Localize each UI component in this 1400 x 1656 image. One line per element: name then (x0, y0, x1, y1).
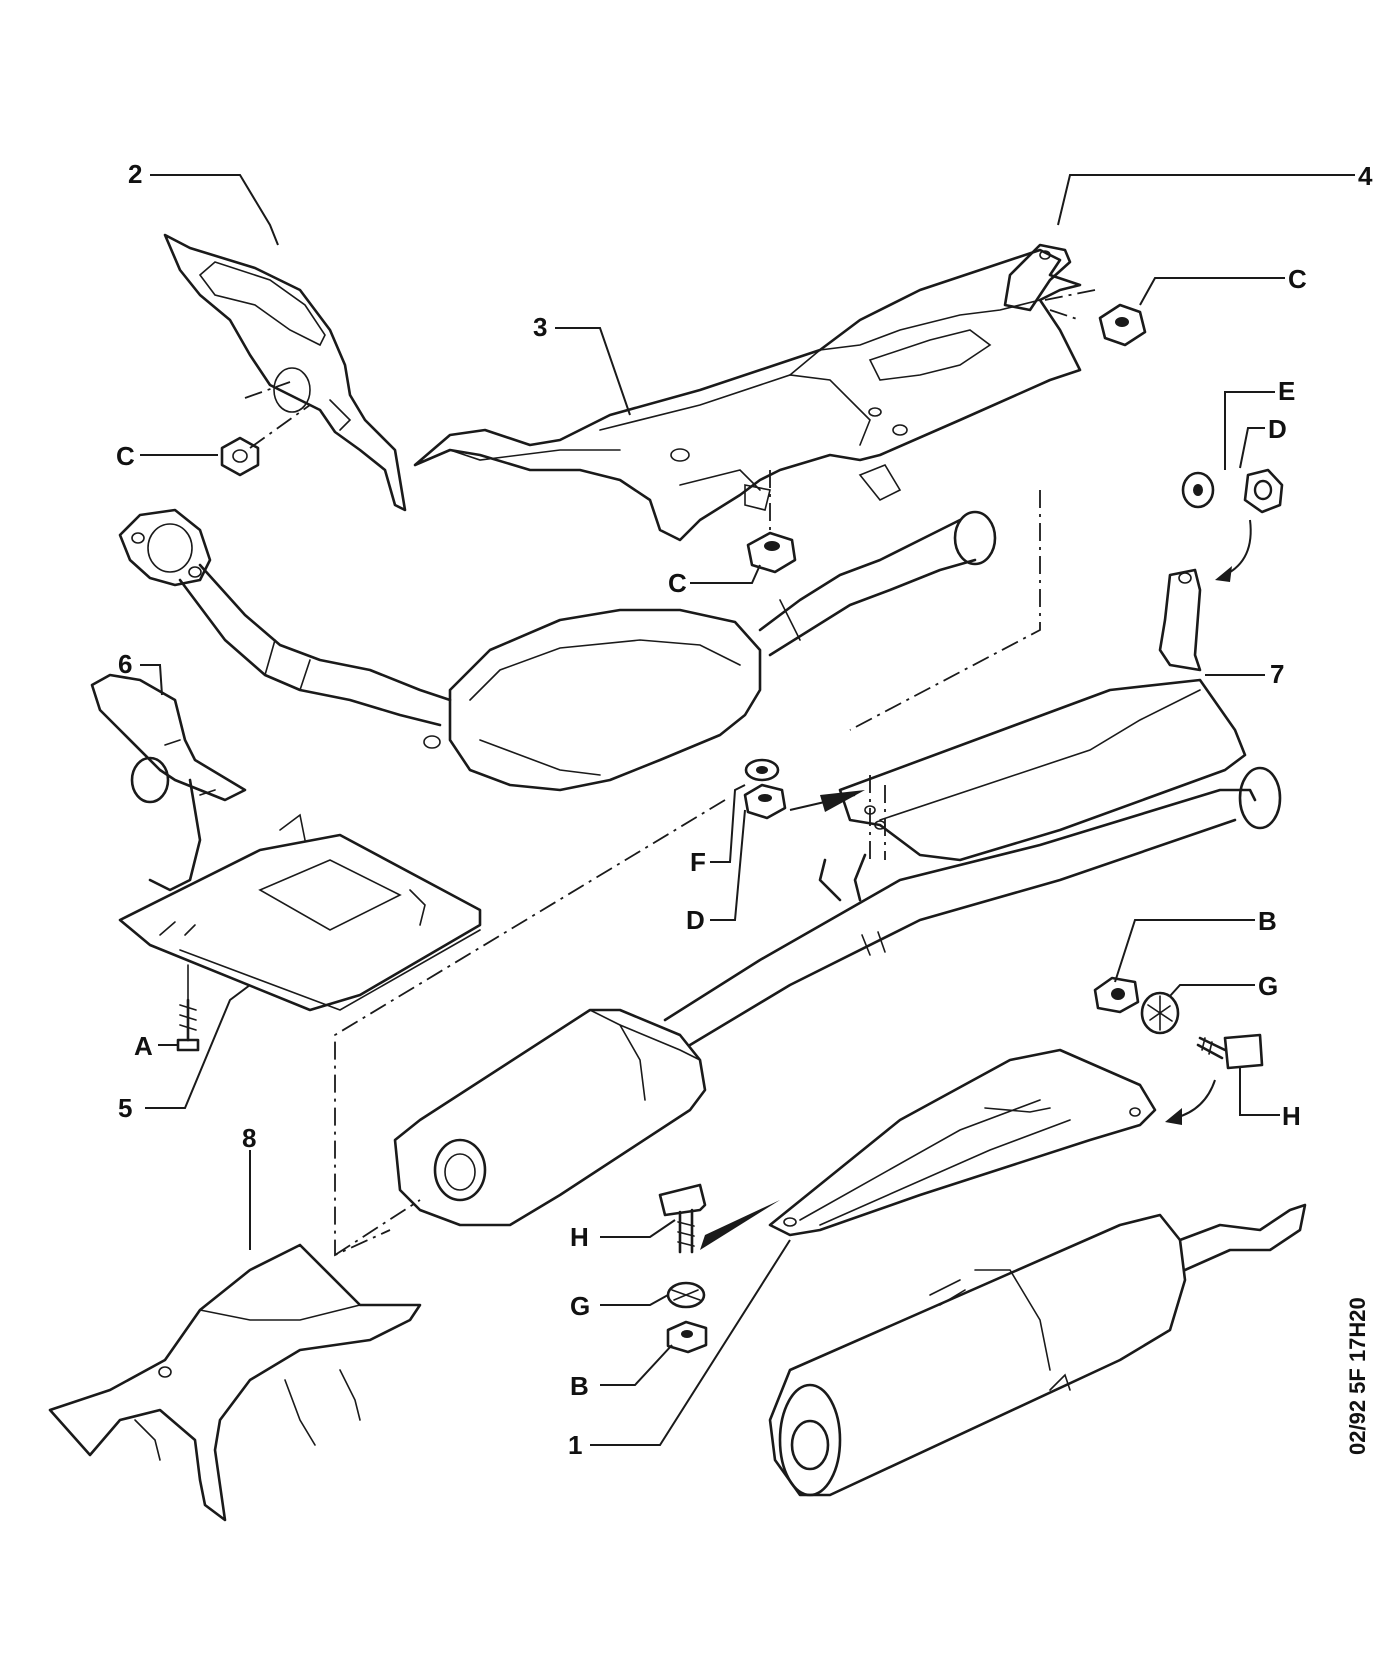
arrowhead-h-top (1165, 1108, 1182, 1125)
callout-7: 7 (1270, 659, 1284, 689)
assembly-line-8 (334, 1199, 421, 1256)
part-g-washer-bottom (666, 1281, 706, 1309)
callout-g-bottom: G (570, 1291, 590, 1321)
part-e-washer (1181, 471, 1215, 509)
drawing-reference-code: 02/92 5F 17H20 (1345, 1297, 1370, 1455)
callout-3: 3 (533, 312, 547, 342)
part-2-heat-shield (163, 233, 407, 512)
part-h-bolt-bottom (658, 1183, 707, 1254)
callout-d-middle: D (686, 905, 705, 935)
callout-b-bottom: B (570, 1371, 589, 1401)
part-b-nut-bottom (666, 1320, 708, 1354)
part-c-nut-left (220, 436, 260, 477)
part-d-nut-top (1243, 468, 1284, 514)
callout-h-top: H (1282, 1101, 1301, 1131)
part-1-bracket (768, 1048, 1157, 1237)
callout-4: 4 (1358, 161, 1373, 191)
part-g-washer-top (1140, 991, 1180, 1035)
part-f-washer (744, 758, 780, 782)
callout-f: F (690, 847, 706, 877)
callout-8: 8 (242, 1123, 256, 1153)
callout-c-middle: C (668, 568, 687, 598)
part-3-heat-shield (413, 248, 1082, 542)
assembly-line-7 (869, 775, 886, 860)
arrow-d-top (1224, 519, 1252, 576)
assembly-line-2 (244, 381, 311, 449)
part-b-nut-top (1093, 976, 1140, 1014)
arrowhead-d-top (1215, 566, 1232, 582)
arrowhead-h-bottom (700, 1200, 780, 1250)
callout-c-right: C (1288, 264, 1307, 294)
assembly-line-mid (334, 799, 726, 1257)
callout-b-top: B (1258, 906, 1277, 936)
callout-c-left: C (116, 441, 135, 471)
callout-6: 6 (118, 649, 132, 679)
arrowhead-f-d (820, 790, 865, 812)
callout-a: A (134, 1031, 153, 1061)
middle-silencer (393, 766, 1282, 1227)
callout-2: 2 (128, 159, 142, 189)
callout-1: 1 (568, 1430, 582, 1460)
part-7-heat-shield (838, 568, 1247, 862)
part-d-nut-middle (743, 783, 787, 820)
part-h-bolt-top (1196, 1033, 1264, 1070)
callout-g-top: G (1258, 971, 1278, 1001)
part-8-heat-shield (48, 1243, 422, 1522)
callout-e: E (1278, 376, 1295, 406)
part-c-nut-right (1098, 303, 1147, 347)
leader-lines (140, 174, 1355, 1446)
rear-silencer (768, 1203, 1307, 1497)
part-5-plate (118, 813, 482, 1012)
part-6-bracket (90, 673, 247, 892)
callout-labels: 2 4 3 C C C E D 7 6 F D B G H A 5 8 H G … (116, 159, 1373, 1460)
part-a-screw (176, 998, 200, 1052)
callout-5: 5 (118, 1093, 132, 1123)
callout-d-top: D (1268, 414, 1287, 444)
part-c-nut-middle (746, 531, 797, 574)
part-4-bracket (1003, 243, 1072, 312)
front-pipe-catalytic-converter (118, 508, 997, 792)
assembly-line-4 (1044, 289, 1096, 321)
callout-h-bottom: H (570, 1222, 589, 1252)
assembly-line-front (849, 490, 1041, 731)
